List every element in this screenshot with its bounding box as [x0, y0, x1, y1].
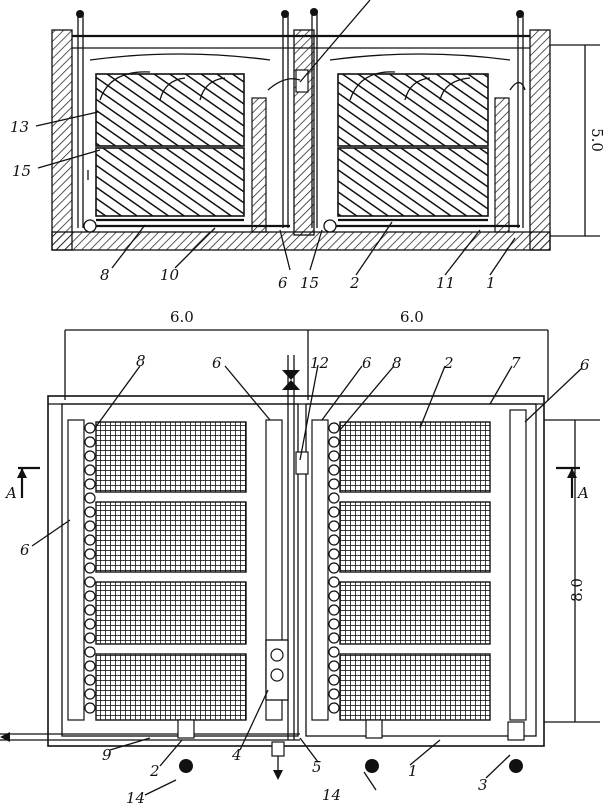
plan-label-8a: 8 [136, 352, 146, 370]
coil-circle [84, 590, 96, 602]
plan-label-2b: 2 [149, 762, 160, 780]
right-wall [529, 29, 551, 251]
coil-circle [84, 660, 96, 672]
plan-label-7: 7 [511, 354, 521, 372]
plan-label-5: 5 [312, 758, 322, 776]
section-marker-left: A [4, 466, 40, 502]
left-wall [51, 29, 73, 251]
coil-circle [84, 548, 96, 560]
top-pipes [76, 8, 524, 228]
section-label-2: 2 [349, 274, 360, 292]
plan-width-dimensions: 6.0 6.0 [64, 308, 549, 400]
plan-label-6d: 6 [20, 541, 30, 559]
coil-circle [328, 632, 340, 644]
coil-circle [328, 478, 340, 490]
airflow-arrows [87, 71, 526, 180]
coil-circle [84, 702, 96, 714]
coil-circle [328, 422, 340, 434]
plan-label-6a: 6 [212, 354, 222, 372]
coil-circle [328, 520, 340, 532]
coil-circle [84, 674, 96, 686]
coil-circle [84, 562, 96, 574]
baffle-right [494, 97, 510, 233]
coil-circle [328, 618, 340, 630]
plan-label-8b: 8 [392, 354, 402, 372]
svg-text:A: A [576, 484, 589, 502]
plan-leaders [31, 364, 583, 796]
coil-circle [328, 450, 340, 462]
coil-circle [84, 520, 96, 532]
section-label-11: 11 [436, 274, 455, 292]
plan-label-2a: 2 [443, 354, 454, 372]
plan-width-left: 6.0 [170, 308, 194, 326]
coil-circle [328, 590, 340, 602]
plan-height-dimension: 8.0 [544, 419, 600, 723]
plan-label-9: 9 [102, 746, 112, 764]
coil-circle [84, 618, 96, 630]
coil-circle [84, 688, 96, 700]
plan-outer-shell [47, 395, 545, 747]
coil-circle [328, 506, 340, 518]
plan-height-label: 8.0 [568, 578, 586, 602]
section-label-6: 6 [278, 274, 288, 292]
plan-view: 6.0 6.0 [0, 308, 600, 807]
coil-circle [84, 464, 96, 476]
plan-stacks [95, 421, 491, 721]
coil-circle [84, 450, 96, 462]
section-leaders [35, 0, 516, 276]
section-height-dimension: 5.0 [550, 44, 603, 237]
coil-circle [328, 646, 340, 658]
plan-label-12: 12 [310, 354, 329, 372]
coil-circle [84, 576, 96, 588]
section-height-label: 5.0 [588, 128, 603, 152]
plan-label-1: 1 [408, 762, 418, 780]
coil-circle [328, 464, 340, 476]
coil-circle [84, 422, 96, 434]
coil-circle [328, 576, 340, 588]
section-label-15b: 15 [300, 274, 319, 292]
central-duct [265, 355, 309, 740]
section-label-13: 13 [10, 118, 29, 136]
plan-label-14a: 14 [126, 789, 145, 807]
plan-label-4: 4 [231, 746, 242, 764]
coil-circle [328, 534, 340, 546]
plan-width-right: 6.0 [400, 308, 424, 326]
coil-circle [328, 562, 340, 574]
plan-label-6c: 6 [580, 356, 590, 374]
svg-text:A: A [4, 484, 17, 502]
coil-circle [84, 478, 96, 490]
plan-label-6b: 6 [362, 354, 372, 372]
baffle-left [251, 97, 267, 233]
section-label-1: 1 [486, 274, 496, 292]
section-label-10: 10 [160, 266, 180, 284]
coil-circle [328, 702, 340, 714]
coil-circle [328, 436, 340, 448]
coil-circle [84, 436, 96, 448]
coil-circle [84, 492, 96, 504]
coil-circle [84, 506, 96, 518]
coil-circle [84, 646, 96, 658]
section-label-8: 8 [100, 266, 110, 284]
coil-circle [84, 534, 96, 546]
section-view: 5.0 13 15 8 10 6 15 2 11 1 [10, 0, 603, 292]
coil-circle [328, 674, 340, 686]
coil-circle [328, 604, 340, 616]
plan-label-3: 3 [478, 776, 488, 794]
coil-circle [84, 632, 96, 644]
coil-circle [328, 660, 340, 672]
lumber-stacks [95, 73, 489, 222]
section-label-15a: 15 [12, 162, 31, 180]
plan-pipe-loops [67, 409, 527, 721]
section-marker-right: A [556, 466, 589, 502]
plan-label-14b: 14 [322, 786, 341, 804]
center-wall [293, 29, 315, 236]
coil-circle [328, 548, 340, 560]
coil-circle [84, 604, 96, 616]
coil-circles [84, 422, 340, 714]
coil-circle [328, 492, 340, 504]
coil-circle [328, 688, 340, 700]
